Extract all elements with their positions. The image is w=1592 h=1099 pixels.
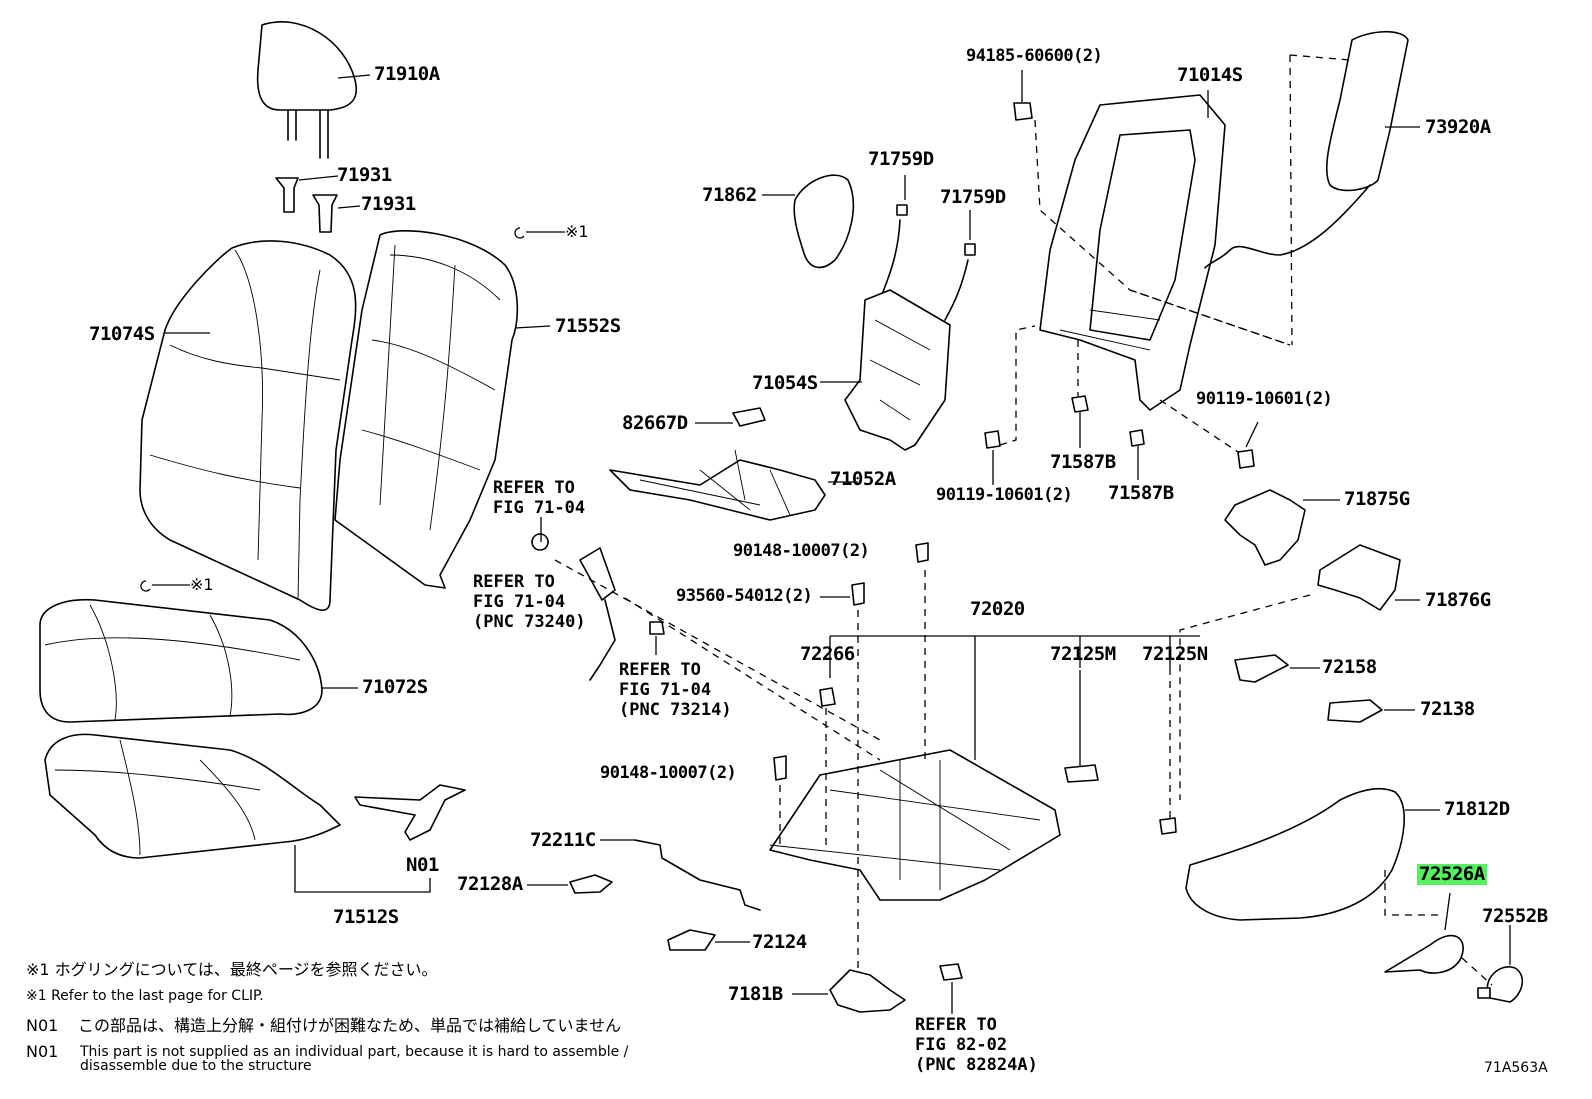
clip-82667d-shape: [732, 407, 766, 427]
label-94185[interactable]: 94185-60600(2): [966, 46, 1103, 66]
label-93560[interactable]: 93560-54012(2): [676, 586, 813, 606]
covers-7187x-shape: [1179, 489, 1420, 800]
seatbelt-buckle-shape: [531, 517, 665, 681]
refer-fig-71-04-pnc-73214[interactable]: REFER TO FIG 71-04 (PNC 73214): [619, 660, 732, 720]
bolt-90119-left: [984, 430, 1001, 449]
label-71876g[interactable]: 71876G: [1425, 589, 1491, 611]
label-90148-lower[interactable]: 90148-10007(2): [600, 763, 737, 783]
part-7181b-shape: [792, 969, 906, 1013]
note-n01-tag-jp: N01: [26, 1016, 59, 1035]
label-72020[interactable]: 72020: [970, 598, 1025, 620]
label-7181b[interactable]: 7181B: [728, 983, 783, 1005]
clip-mark-lower: ※1: [190, 575, 214, 594]
label-90148-upper[interactable]: 90148-10007(2): [733, 541, 870, 561]
part-72138-shape: [1327, 699, 1383, 723]
label-71862[interactable]: 71862: [702, 184, 757, 206]
note-n01-en-line2: disassemble due to the structure: [80, 1058, 312, 1074]
rod-72211c-shape: [600, 839, 761, 911]
note-clip-jp: ※1 ホグリングについては、最終ページを参照ください。: [26, 960, 438, 979]
note-n01-jp: この部品は、構造上分解・組付けが困難なため、単品では補給していません: [78, 1016, 622, 1035]
label-71552s[interactable]: 71552S: [555, 315, 621, 337]
part-72158-shape: [1234, 654, 1289, 683]
label-71052a[interactable]: 71052A: [830, 468, 896, 490]
part-72128a-shape: [569, 874, 613, 894]
note-n01-en-line1: This part is not supplied as an individu…: [80, 1044, 629, 1060]
label-71587b-right[interactable]: 71587B: [1108, 482, 1174, 504]
clip-mark-upper: ※1: [565, 222, 589, 241]
label-72211c[interactable]: 72211C: [530, 829, 596, 851]
seat-frame-72020-shape: [769, 570, 1200, 980]
part-72124-shape: [667, 929, 716, 951]
label-72125m[interactable]: 72125M: [1050, 643, 1116, 665]
label-71910a[interactable]: 71910A: [374, 63, 440, 85]
label-72158[interactable]: 72158: [1322, 656, 1377, 678]
seatback-pad-shape: [334, 230, 551, 589]
label-71759d-upper[interactable]: 71759D: [868, 148, 934, 170]
label-72124[interactable]: 72124: [752, 931, 807, 953]
plate-71054s-shape: [820, 289, 951, 451]
label-71014s[interactable]: 71014S: [1177, 64, 1243, 86]
seat-cushion-cover-shape: [44, 733, 431, 893]
part-82824a-shape: [939, 963, 963, 981]
n01-part-shape: [354, 784, 466, 841]
label-71074s[interactable]: 71074S: [89, 323, 155, 345]
note-n01-tag-en: N01: [26, 1042, 59, 1061]
label-72125n[interactable]: 72125N: [1142, 643, 1208, 665]
seatback-frame-shape: [1039, 90, 1226, 411]
label-71875g[interactable]: 71875G: [1344, 488, 1410, 510]
shield-71812d-shape: [1185, 788, 1440, 921]
note-clip-en: ※1 Refer to the last page for CLIP.: [26, 988, 264, 1004]
label-72552b[interactable]: 72552B: [1482, 905, 1548, 927]
seatback-cover-shape: [139, 240, 357, 611]
label-72526a-highlighted[interactable]: 72526A: [1417, 863, 1487, 885]
refer-fig-71-04-pnc-73240[interactable]: REFER TO FIG 71-04 (PNC 73240): [473, 572, 586, 632]
label-71759d-lower[interactable]: 71759D: [940, 186, 1006, 208]
label-90119-right[interactable]: 90119-10601(2): [1196, 389, 1333, 409]
headrest-guide-pins: [275, 175, 361, 233]
label-71931-lower[interactable]: 71931: [361, 193, 416, 215]
cover-71862-shape: [762, 174, 855, 269]
label-72138[interactable]: 72138: [1420, 698, 1475, 720]
knob-72526a-shape: [1384, 892, 1524, 1003]
wire-71052a-shape: [609, 449, 858, 521]
figure-code: 71A563A: [1484, 1060, 1548, 1076]
bolt-90119-right: [1237, 449, 1255, 469]
label-82667d[interactable]: 82667D: [622, 412, 688, 434]
label-90119-left[interactable]: 90119-10601(2): [936, 485, 1073, 505]
label-71812d[interactable]: 71812D: [1444, 798, 1510, 820]
label-73920a[interactable]: 73920A: [1425, 116, 1491, 138]
label-72128a[interactable]: 72128A: [457, 873, 523, 895]
label-71512s[interactable]: 71512S: [333, 906, 399, 928]
label-71587b-left[interactable]: 71587B: [1050, 451, 1116, 473]
headrest-shape: [256, 20, 371, 159]
label-71072s[interactable]: 71072S: [362, 676, 428, 698]
refer-fig-71-04-a[interactable]: REFER TO FIG 71-04: [493, 478, 586, 518]
refer-fig-82-02-pnc-82824a[interactable]: REFER TO FIG 82-02 (PNC 82824A): [915, 1015, 1038, 1075]
label-72266[interactable]: 72266: [800, 643, 855, 665]
airbag-73920a-shape: [1129, 30, 1420, 346]
label-71054s[interactable]: 71054S: [752, 372, 818, 394]
label-n01[interactable]: N01: [406, 854, 439, 876]
label-71931-upper[interactable]: 71931: [337, 164, 392, 186]
seat-cushion-shape: [39, 598, 358, 723]
